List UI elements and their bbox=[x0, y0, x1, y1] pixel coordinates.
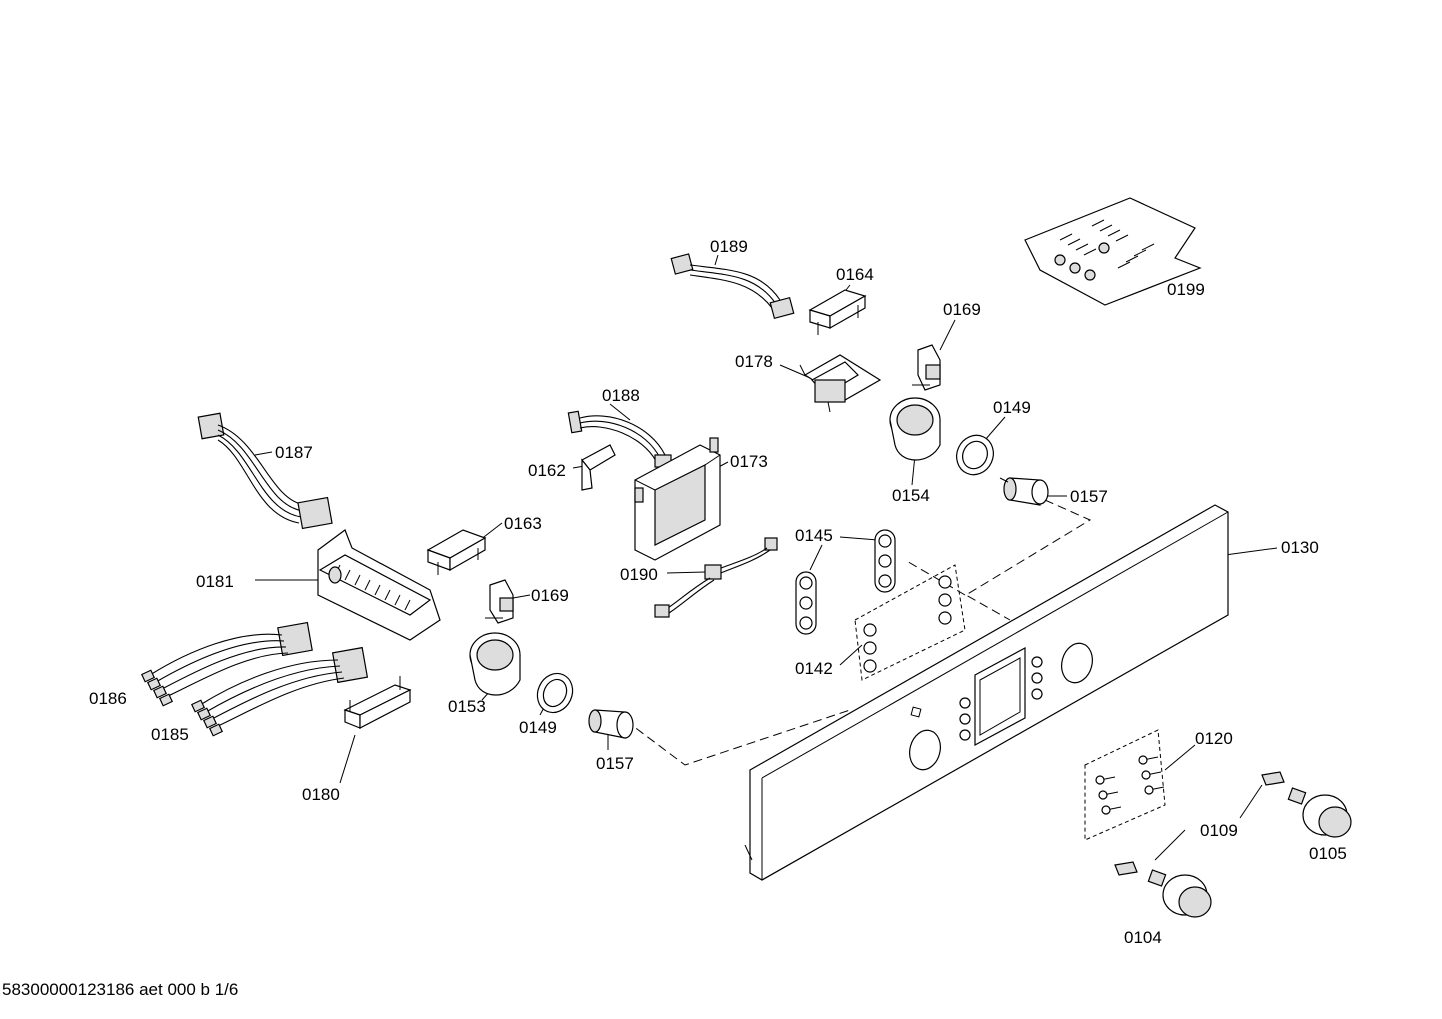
label-0173: 0173 bbox=[730, 452, 768, 471]
label-0104: 0104 bbox=[1124, 928, 1162, 947]
label-0130: 0130 bbox=[1281, 538, 1319, 557]
cup-0153 bbox=[469, 632, 521, 696]
knob-0104 bbox=[1147, 869, 1212, 918]
assembly-lines bbox=[624, 499, 1092, 766]
button-strip-0145 bbox=[795, 529, 896, 635]
label-0186: 0186 bbox=[89, 689, 127, 708]
module-0173 bbox=[634, 437, 721, 561]
label-0169-mid: 0169 bbox=[531, 586, 569, 605]
label-0187: 0187 bbox=[275, 443, 313, 462]
label-0162: 0162 bbox=[528, 461, 566, 480]
label-0185: 0185 bbox=[151, 725, 189, 744]
cylinder-0157-bottom bbox=[588, 709, 634, 739]
cylinder-0157-top bbox=[999, 477, 1049, 506]
button-set-0142 bbox=[854, 564, 966, 681]
harness-0189 bbox=[670, 253, 795, 320]
label-0157-bottom: 0157 bbox=[596, 754, 634, 773]
label-0105: 0105 bbox=[1309, 844, 1347, 863]
label-0199: 0199 bbox=[1167, 280, 1205, 299]
label-0169-top: 0169 bbox=[943, 300, 981, 319]
label-0188: 0188 bbox=[602, 386, 640, 405]
knob-0105 bbox=[1287, 787, 1352, 838]
label-0149-bottom: 0149 bbox=[519, 718, 557, 737]
label-0145: 0145 bbox=[795, 526, 833, 545]
cup-0154 bbox=[889, 397, 941, 461]
label-0190: 0190 bbox=[620, 565, 658, 584]
label-0180: 0180 bbox=[302, 785, 340, 804]
label-0157-top: 0157 bbox=[1070, 487, 1108, 506]
label-0189: 0189 bbox=[710, 237, 748, 256]
screws-0120 bbox=[1084, 729, 1166, 841]
clip-0164 bbox=[808, 289, 867, 335]
terminal-block-0181 bbox=[317, 529, 441, 641]
wire-set-0185 bbox=[190, 646, 369, 737]
label-0178: 0178 bbox=[735, 352, 773, 371]
cable-0188 bbox=[567, 410, 672, 468]
label-0163: 0163 bbox=[504, 514, 542, 533]
holder-0169-top bbox=[912, 344, 941, 391]
label-0120: 0120 bbox=[1195, 729, 1233, 748]
insert-0109 bbox=[1114, 771, 1285, 876]
holder-0169-mid bbox=[485, 579, 514, 624]
label-0154: 0154 bbox=[892, 486, 930, 505]
label-0181: 0181 bbox=[196, 572, 234, 591]
bracket-0180 bbox=[343, 676, 412, 729]
screw-bag-0199 bbox=[1024, 197, 1202, 306]
wire-set-0186 bbox=[140, 621, 313, 707]
label-0153: 0153 bbox=[448, 697, 486, 716]
ring-0149-bottom bbox=[536, 672, 574, 714]
label-0109: 0109 bbox=[1200, 821, 1238, 840]
harness-0187 bbox=[197, 412, 333, 530]
control-panel-0130 bbox=[744, 504, 1229, 881]
label-0142: 0142 bbox=[795, 659, 833, 678]
clip-0163 bbox=[426, 529, 487, 575]
label-0149-top: 0149 bbox=[993, 398, 1031, 417]
label-0164: 0164 bbox=[836, 265, 874, 284]
bracket-0178 bbox=[799, 354, 882, 413]
ring-0149-top bbox=[956, 434, 994, 476]
cable-0190 bbox=[654, 537, 778, 618]
part-labels: 0189 0164 0199 0169 0178 0188 0149 0187 … bbox=[89, 237, 1347, 947]
document-footer-id: 58300000123186 aet 000 b 1/6 bbox=[2, 980, 239, 999]
clip-0162 bbox=[581, 444, 616, 491]
